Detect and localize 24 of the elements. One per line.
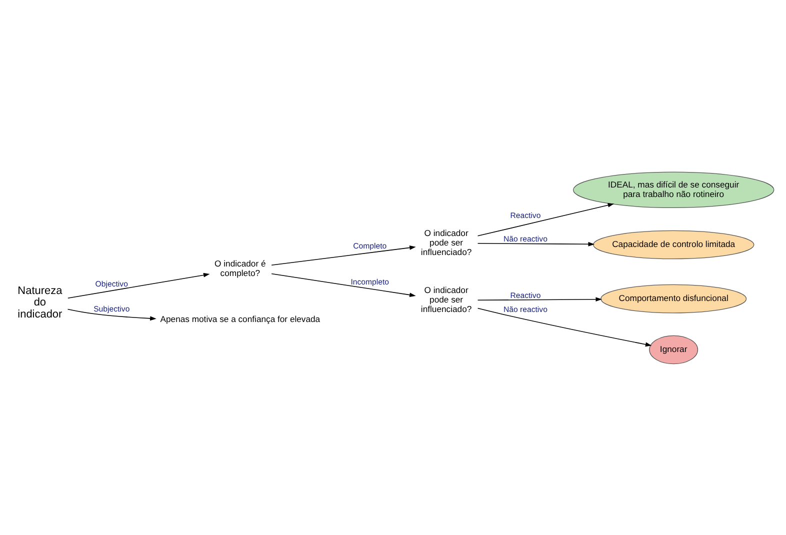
node-ellipse: Ignorar (649, 334, 698, 364)
node-text: O indicador pode ser influenciado? (420, 284, 472, 314)
arrow (67, 308, 156, 320)
edge-label: Não reactivo (503, 234, 548, 244)
node-ellipse: Capacidade de controlo limitada (592, 230, 754, 259)
edge-label: Subjectivo (94, 304, 130, 313)
edge-label: Incompleto (350, 277, 390, 286)
node-text: O indicador pode ser influenciado? (420, 227, 472, 256)
arrow (477, 241, 595, 246)
edge-label: Completo (353, 241, 387, 250)
node-text: Natureza do indicador (18, 284, 62, 320)
arrow (477, 307, 652, 346)
arrow (477, 202, 614, 236)
edge-label: Reactivo (510, 210, 541, 220)
arrow (271, 272, 416, 297)
arrow (477, 296, 602, 302)
edge-label: Reactivo (510, 290, 541, 300)
edge-label: Não reactivo (503, 304, 548, 314)
node-text: O indicador é completo? (214, 258, 266, 278)
node-ellipse: Comportamento disfuncional (600, 284, 747, 313)
arrow (68, 272, 210, 298)
arrow (271, 245, 416, 266)
node-text: Apenas motiva se a confiança for elevada (160, 314, 320, 324)
edge-label: Objectivo (95, 278, 128, 288)
